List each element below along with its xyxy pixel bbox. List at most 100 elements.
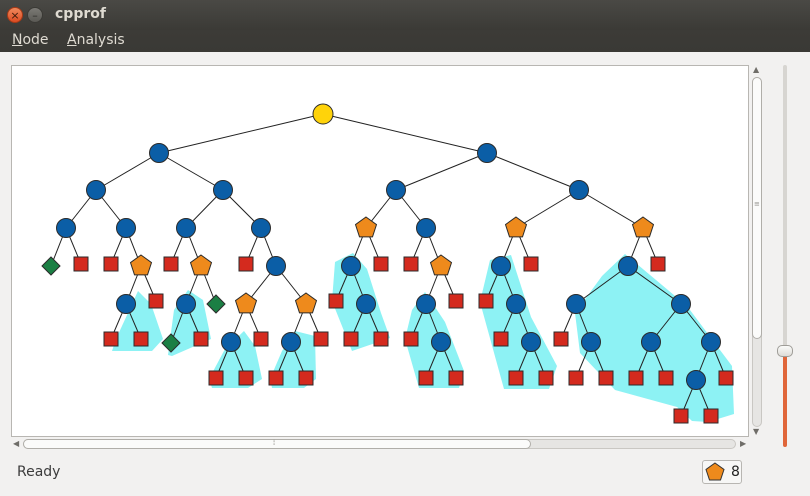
tree-node-circle[interactable] (521, 332, 541, 352)
tree-node-diamond[interactable] (206, 294, 226, 314)
minimize-icon[interactable]: – (27, 7, 43, 23)
vertical-scrollbar[interactable]: ▲ ≡ ▼ (750, 65, 764, 437)
tree-node-circle[interactable] (581, 332, 601, 352)
zoom-slider-track[interactable] (783, 65, 787, 347)
tree-node-square[interactable] (478, 293, 494, 309)
tree-node-pentagon[interactable] (129, 254, 153, 276)
call-tree-graph[interactable] (12, 66, 748, 436)
tree-node-pentagon[interactable] (631, 216, 655, 238)
tree-node-square[interactable] (628, 370, 644, 386)
tree-node-circle[interactable] (176, 218, 196, 238)
menu-node[interactable]: Node (12, 32, 49, 48)
tree-node-square[interactable] (403, 331, 419, 347)
tree-node-circle[interactable] (566, 294, 586, 314)
tree-node-pentagon[interactable] (234, 292, 258, 314)
tree-node-square[interactable] (508, 370, 524, 386)
zoom-slider[interactable] (775, 65, 795, 450)
tree-node-circle[interactable] (116, 294, 136, 314)
tree-node-circle[interactable] (116, 218, 136, 238)
tree-node-pentagon[interactable] (189, 254, 213, 276)
grip-icon: ≡ (754, 200, 760, 208)
tree-node-circle[interactable] (569, 180, 589, 200)
tree-node-circle[interactable] (618, 256, 638, 276)
tree-node-square[interactable] (298, 370, 314, 386)
tree-node-square[interactable] (673, 408, 689, 424)
scroll-right-arrow-icon[interactable]: ▶ (740, 439, 747, 448)
tree-node-circle[interactable] (386, 180, 406, 200)
tree-node-square[interactable] (268, 370, 284, 386)
tree-node-square[interactable] (448, 293, 464, 309)
tree-node-circle[interactable] (416, 218, 436, 238)
tree-node-square[interactable] (598, 370, 614, 386)
zoom-slider-fill[interactable] (783, 347, 787, 447)
tree-edge (158, 113, 324, 154)
close-icon[interactable]: × (7, 7, 23, 23)
tree-node-circle[interactable] (176, 294, 196, 314)
tree-node-square[interactable] (718, 370, 734, 386)
tree-node-diamond[interactable] (161, 333, 181, 353)
tree-node-circle[interactable] (431, 332, 451, 352)
tree-node-circle[interactable] (491, 256, 511, 276)
tree-node-square[interactable] (538, 370, 554, 386)
scroll-up-arrow-icon[interactable]: ▲ (753, 65, 760, 74)
tree-node-square[interactable] (133, 331, 149, 347)
menu-node-mnemonic: N (12, 32, 23, 48)
tree-node-circle[interactable] (149, 143, 169, 163)
tree-node-root[interactable] (312, 103, 334, 125)
tree-node-circle[interactable] (266, 256, 286, 276)
tree-node-square[interactable] (238, 370, 254, 386)
tree-node-square[interactable] (208, 370, 224, 386)
tree-node-circle[interactable] (213, 180, 233, 200)
tree-node-square[interactable] (193, 331, 209, 347)
tree-node-square[interactable] (163, 256, 179, 272)
tree-node-square[interactable] (238, 256, 254, 272)
horizontal-scroll-thumb[interactable] (23, 439, 531, 449)
scroll-left-arrow-icon[interactable]: ◀ (13, 439, 20, 448)
tree-node-circle[interactable] (416, 294, 436, 314)
tree-node-square[interactable] (148, 293, 164, 309)
tree-node-pentagon[interactable] (429, 254, 453, 276)
tree-node-square[interactable] (328, 293, 344, 309)
tree-node-square[interactable] (313, 331, 329, 347)
tree-node-square[interactable] (403, 256, 419, 272)
tree-node-circle[interactable] (641, 332, 661, 352)
tree-node-circle[interactable] (701, 332, 721, 352)
tree-node-square[interactable] (73, 256, 89, 272)
tree-node-square[interactable] (373, 331, 389, 347)
tree-node-square[interactable] (523, 256, 539, 272)
tree-node-circle[interactable] (671, 294, 691, 314)
tree-node-circle[interactable] (506, 294, 526, 314)
scroll-down-arrow-icon[interactable]: ▼ (753, 427, 760, 436)
tree-node-square[interactable] (103, 331, 119, 347)
tree-node-circle[interactable] (86, 180, 106, 200)
tree-node-circle[interactable] (477, 143, 497, 163)
horizontal-scrollbar[interactable]: ◀ ⦙⦙ ▶ (11, 437, 749, 451)
vertical-scroll-thumb[interactable] (752, 77, 762, 339)
tree-node-circle[interactable] (356, 294, 376, 314)
tree-node-square[interactable] (493, 331, 509, 347)
menu-analysis[interactable]: Analysis (67, 32, 125, 48)
tree-node-circle[interactable] (251, 218, 271, 238)
tree-node-diamond[interactable] (41, 256, 61, 276)
tree-node-square[interactable] (343, 331, 359, 347)
tree-node-square[interactable] (650, 256, 666, 272)
tree-node-pentagon[interactable] (354, 216, 378, 238)
tree-node-square[interactable] (253, 331, 269, 347)
zoom-slider-handle[interactable] (777, 345, 793, 357)
tree-node-circle[interactable] (686, 370, 706, 390)
tree-node-square[interactable] (418, 370, 434, 386)
tree-node-circle[interactable] (56, 218, 76, 238)
call-tree-canvas[interactable] (11, 65, 749, 437)
tree-node-square[interactable] (373, 256, 389, 272)
tree-node-square[interactable] (553, 331, 569, 347)
tree-node-circle[interactable] (221, 332, 241, 352)
tree-node-square[interactable] (658, 370, 674, 386)
tree-node-circle[interactable] (281, 332, 301, 352)
tree-node-pentagon[interactable] (294, 292, 318, 314)
tree-node-pentagon[interactable] (504, 216, 528, 238)
tree-node-square[interactable] (103, 256, 119, 272)
tree-node-square[interactable] (703, 408, 719, 424)
tree-node-square[interactable] (448, 370, 464, 386)
tree-node-circle[interactable] (341, 256, 361, 276)
tree-node-square[interactable] (568, 370, 584, 386)
